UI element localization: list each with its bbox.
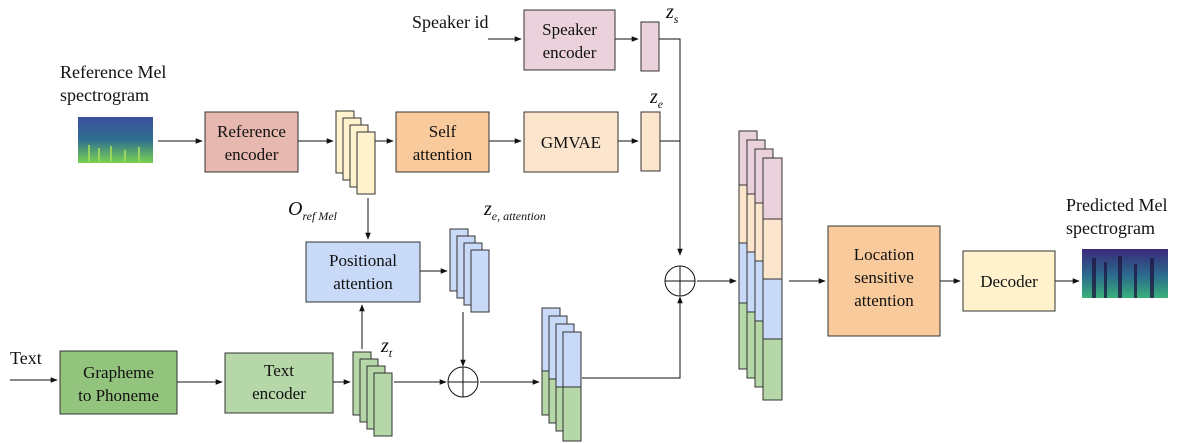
location-sensitive-attention-label-line2: sensitive — [854, 268, 914, 287]
edge-combined-to-final-sum — [582, 296, 683, 379]
self-attention-label-line1: Self — [429, 122, 457, 141]
zs-symbol: zs — [665, 1, 679, 26]
reference-mel-label-line2: spectrogram — [60, 85, 149, 105]
ze-attention-stack — [449, 228, 490, 313]
zt-stack — [352, 351, 393, 437]
predicted-mel-label-line1: Predicted Mel — [1066, 195, 1167, 215]
text-encoder-label-line1: Text — [264, 361, 294, 380]
positional-attention-label-line1: Positional — [329, 251, 397, 270]
reference-mel-label-line1: Reference Mel — [60, 62, 166, 82]
location-sensitive-attention-label-line1: Location — [854, 245, 915, 264]
positional-attention-block: Positional attention — [305, 241, 421, 303]
zt-symbol: zt — [380, 335, 393, 360]
location-sensitive-attention-label-line3: attention — [854, 291, 914, 310]
reference-feature-stack — [335, 110, 376, 195]
speaker-encoder-block: Speaker encoder — [523, 9, 616, 71]
gmvae-label: GMVAE — [541, 133, 601, 152]
grapheme-to-phoneme-label-line2: to Phoneme — [78, 386, 159, 405]
location-sensitive-attention-block: Location sensitive attention — [827, 225, 941, 337]
decoder-label: Decoder — [980, 272, 1038, 291]
ze-symbol: ze — [649, 86, 664, 111]
edge-zs-to-sum — [659, 38, 683, 256]
speaker-id-label: Speaker id — [412, 12, 488, 32]
zs-vector — [640, 21, 660, 72]
text-encoder-label-line2: encoder — [252, 384, 306, 403]
decoder-block: Decoder — [962, 250, 1056, 312]
reference-encoder-label-line1: Reference — [217, 122, 286, 141]
predicted-mel-label-line2: spectrogram — [1066, 218, 1155, 238]
reference-mel-spectrogram — [78, 117, 153, 163]
reference-encoder-block: Reference encoder — [204, 111, 299, 173]
ze-attention-symbol: ze, attention — [483, 198, 546, 223]
speaker-encoder-label-line1: Speaker — [542, 20, 597, 39]
text-encoder-block: Text encoder — [224, 352, 334, 414]
concatenated-feature-stack — [738, 130, 783, 401]
grapheme-to-phoneme-label-line1: Grapheme — [83, 363, 154, 382]
grapheme-to-phoneme-block: Grapheme to Phoneme — [59, 350, 178, 415]
self-attention-block: Self attention — [395, 111, 490, 173]
self-attention-label-line2: attention — [413, 145, 473, 164]
o-ref-mel-symbol: Oref Mel — [288, 198, 338, 223]
connectors — [10, 36, 1080, 385]
text-attention-sum-node — [447, 366, 479, 398]
ze-vector — [640, 111, 661, 172]
predicted-mel-spectrogram — [1082, 249, 1168, 298]
reference-encoder-label-line2: encoder — [225, 145, 279, 164]
positional-attention-label-line2: attention — [333, 274, 393, 293]
global-sum-node — [664, 265, 696, 297]
text-input-label: Text — [10, 348, 42, 368]
combined-text-attention-stack — [541, 307, 582, 442]
gmvae-block: GMVAE — [523, 111, 619, 173]
speaker-encoder-label-line2: encoder — [543, 43, 597, 62]
